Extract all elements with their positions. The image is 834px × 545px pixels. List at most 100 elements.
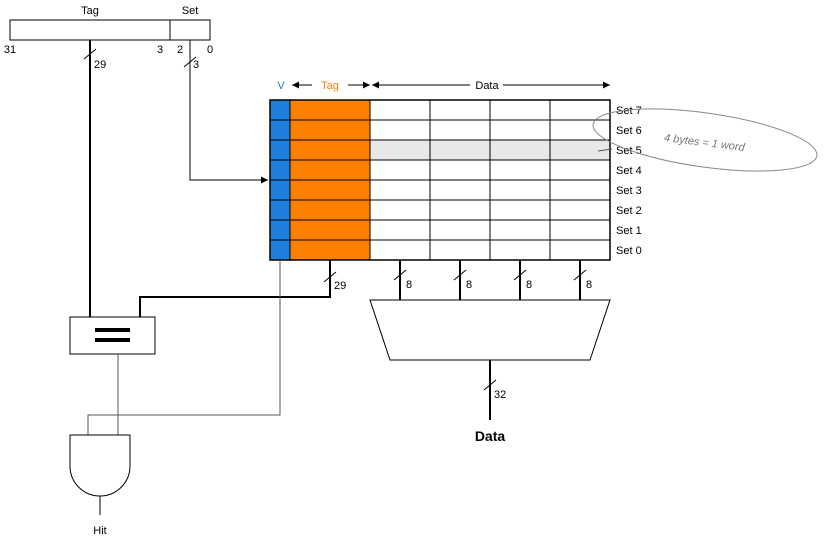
set-index-line xyxy=(189,40,268,184)
data-byte-cell xyxy=(549,139,611,161)
byte-bus-width: 8 xyxy=(586,279,592,291)
byte-bus-slash xyxy=(453,269,467,281)
valid-to-and xyxy=(87,260,281,435)
data-byte-cell xyxy=(369,199,431,221)
cache-array-border xyxy=(269,99,611,261)
column-headers: V Tag Data xyxy=(277,80,610,92)
cache-row xyxy=(269,99,611,121)
data-byte-cell xyxy=(489,99,551,121)
tag-cell xyxy=(289,179,371,201)
byte-bus-slash xyxy=(513,269,527,281)
valid-bit-cell xyxy=(269,139,291,161)
tag-out-width: 29 xyxy=(334,280,346,292)
address-tag-label: Tag xyxy=(81,5,99,17)
data-byte-cell xyxy=(489,199,551,221)
byte-bus-slash xyxy=(393,269,407,281)
comparator-box xyxy=(69,316,156,355)
tag-out-line xyxy=(139,260,331,317)
byte-bus-slash xyxy=(573,269,587,281)
address-register: Tag Set 31 3 2 0 xyxy=(4,5,213,56)
valid-bit-cell xyxy=(269,119,291,141)
mux-body xyxy=(369,299,611,361)
data-byte-cell xyxy=(369,139,431,161)
cache-row xyxy=(269,239,611,261)
and-gate-body xyxy=(69,434,131,497)
set-index-slash xyxy=(183,56,197,68)
data-byte-cell xyxy=(429,239,491,261)
data-byte-cell xyxy=(489,139,551,161)
tag-header: Tag xyxy=(321,80,339,92)
data-byte-cell xyxy=(489,119,551,141)
tag-cell xyxy=(289,199,371,221)
annotation-text: 4 bytes = 1 word xyxy=(663,132,746,154)
tag-bus-width: 29 xyxy=(94,59,106,71)
data-byte-cell xyxy=(429,139,491,161)
cache-row xyxy=(269,199,611,221)
data-byte-cell xyxy=(489,179,551,201)
cache-row xyxy=(269,159,611,181)
data-byte-cell xyxy=(549,99,611,121)
data-byte-cell xyxy=(369,239,431,261)
data-byte-cell xyxy=(489,219,551,241)
set-index-width: 3 xyxy=(193,59,199,71)
data-byte-cell xyxy=(429,99,491,121)
byte-bus: 8 xyxy=(393,260,412,300)
data-header: Data xyxy=(475,80,499,92)
comparator xyxy=(69,316,156,355)
multiplexer: 32 Data xyxy=(369,299,611,444)
data-byte-cell xyxy=(549,179,611,201)
byte-bus: 8 xyxy=(453,260,472,300)
annotation-pointer xyxy=(597,148,613,152)
address-box xyxy=(9,19,211,41)
cache-row xyxy=(269,139,611,161)
data-byte-cell xyxy=(549,219,611,241)
byte-bus-width: 8 xyxy=(406,279,412,291)
byte-bus-width: 8 xyxy=(466,279,472,291)
cache-row xyxy=(269,219,611,241)
set-index-bus: 3 xyxy=(183,40,268,184)
tag-cell xyxy=(289,99,371,121)
byte-bus: 8 xyxy=(513,260,532,300)
bit-31-label: 31 xyxy=(4,44,16,56)
valid-bit-cell xyxy=(269,179,291,201)
tag-cell xyxy=(289,239,371,261)
data-byte-cell xyxy=(489,159,551,181)
tag-cell xyxy=(289,119,371,141)
data-byte-cell xyxy=(549,239,611,261)
tag-cell xyxy=(289,219,371,241)
data-byte-cell xyxy=(429,159,491,181)
tag-bus: 29 xyxy=(83,40,106,317)
tag-cell xyxy=(289,159,371,181)
data-byte-cell xyxy=(549,199,611,221)
set-label: Set 6 xyxy=(616,125,642,137)
set-label: Set 2 xyxy=(616,205,642,217)
data-byte-cell xyxy=(369,119,431,141)
hit-label: Hit xyxy=(93,525,106,537)
cache-row xyxy=(269,119,611,141)
valid-bit-cell xyxy=(269,159,291,181)
and-gate: Hit xyxy=(69,434,131,537)
data-byte-cell xyxy=(429,219,491,241)
data-output-label: Data xyxy=(475,428,506,444)
valid-bit-cell xyxy=(269,199,291,221)
tag-bus-slash xyxy=(83,48,97,60)
bit-3-label: 3 xyxy=(157,44,163,56)
tag-out-slash xyxy=(323,271,337,283)
data-byte-cell xyxy=(549,159,611,181)
data-byte-cell xyxy=(369,219,431,241)
valid-header: V xyxy=(277,80,285,92)
equals-bar-bottom xyxy=(95,338,130,342)
bit-0-label: 0 xyxy=(207,44,213,56)
annotation-ellipse xyxy=(592,108,818,172)
byte-buses: 8 8 8 8 xyxy=(393,260,592,300)
set-label: Set 7 xyxy=(616,105,642,117)
data-byte-cell xyxy=(369,179,431,201)
address-set-label: Set xyxy=(182,5,199,17)
byte-bus-width: 8 xyxy=(526,279,532,291)
set-label: Set 0 xyxy=(616,245,642,257)
mux-out-slash xyxy=(483,379,497,391)
data-byte-cell xyxy=(369,99,431,121)
